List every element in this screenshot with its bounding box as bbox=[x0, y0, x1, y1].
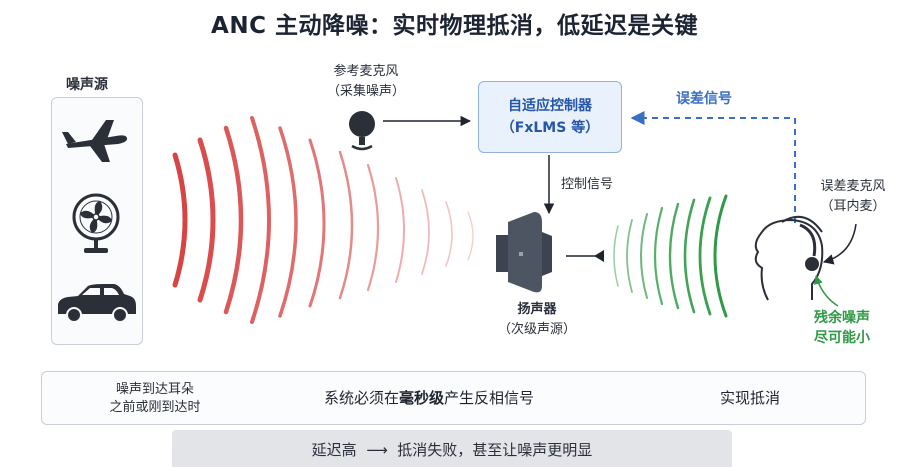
earphone-band bbox=[799, 223, 817, 257]
speaker-icon bbox=[496, 212, 552, 293]
error-mic-label: 误差麦克风 （耳内麦） bbox=[820, 179, 886, 214]
error-mic-icon bbox=[805, 257, 819, 271]
error-signal-path bbox=[630, 111, 796, 223]
requirement-text: 系统必须在毫秒级产生反相信号 bbox=[324, 389, 535, 407]
residual-noise-label: 残余噪声 尽可能小 bbox=[814, 310, 870, 346]
fan-icon bbox=[72, 193, 120, 253]
anti-noise-waves bbox=[613, 194, 728, 318]
noise-waves bbox=[172, 116, 474, 324]
reference-mic-icon bbox=[349, 111, 375, 151]
error-mic-pointer bbox=[822, 223, 857, 265]
timing-condition: 噪声到达耳朵 之前或刚到达时 bbox=[109, 382, 201, 415]
page-title: ANC 主动降噪：实时物理抵消，低延迟是关键 bbox=[211, 13, 698, 39]
millisecond-emphasis: 毫秒级 bbox=[399, 389, 445, 407]
adaptive-controller-box: 自适应控制器 （FxLMS 等） bbox=[478, 81, 622, 153]
footer-note: 延迟高 ⟶ 抵消失败，甚至让噪声更明显 bbox=[311, 441, 593, 459]
latency-requirement-box bbox=[41, 371, 866, 425]
car-icon bbox=[58, 284, 136, 323]
head-icon bbox=[754, 215, 824, 301]
error-signal-label: 误差信号 bbox=[676, 91, 732, 107]
reference-mic-label: 参考麦克风 （采集噪声） bbox=[326, 64, 405, 99]
noise-source-label: 噪声源 bbox=[66, 77, 108, 93]
footer-bar bbox=[172, 430, 732, 467]
speaker-label: 扬声器 （次级声源） bbox=[497, 302, 576, 337]
airplane-icon bbox=[62, 120, 128, 162]
control-signal-label: 控制信号 bbox=[561, 177, 614, 192]
residual-pointer bbox=[814, 275, 839, 307]
requirement-result: 实现抵消 bbox=[720, 389, 781, 407]
